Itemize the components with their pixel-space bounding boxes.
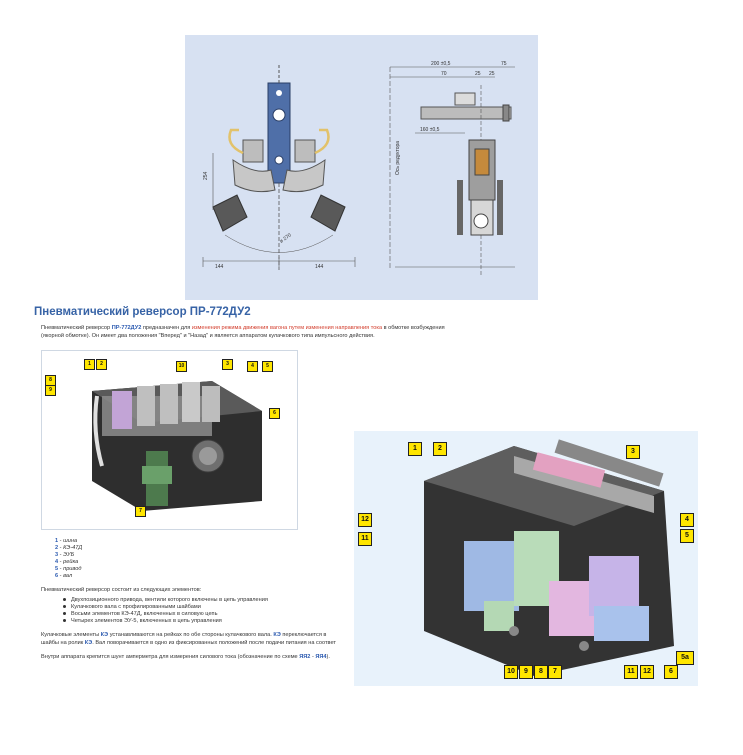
callout-left-1: 1 xyxy=(84,359,95,370)
legend-item: 3 - ЭУБ xyxy=(55,552,75,558)
cam-para-line-1: Кулачковые элементы КЭ устанавливаются н… xyxy=(41,632,327,638)
callout-left-5: 5 xyxy=(262,361,273,372)
callout-right-8: 8 xyxy=(534,665,548,679)
legend-item: 4 - рейка xyxy=(55,559,79,565)
ke-link[interactable]: КЭ xyxy=(100,632,109,638)
dim-25-b: 25 xyxy=(489,71,495,77)
callout-right-10: 10 xyxy=(504,665,518,679)
dim-70: 70 xyxy=(441,71,447,77)
callout-left-10: 10 xyxy=(176,361,187,372)
intro-line-2: (якорной обмотке). Он имеет два положени… xyxy=(41,333,375,339)
dim-144-left: 144 xyxy=(215,264,224,270)
dim-144-right: 144 xyxy=(315,264,324,270)
reverser-illustration-right xyxy=(424,439,674,676)
callout-right-3: 3 xyxy=(626,445,640,459)
list-item: Восьми элементов КЭ-47Д, включенных в си… xyxy=(63,611,268,618)
ya2-link[interactable]: ЯЯ2 xyxy=(299,654,311,660)
callout-right-12b: 12 xyxy=(640,665,654,679)
cam-para-line-2: шайбы на ролик КЭ. Вал поворачивается в … xyxy=(41,640,336,646)
callout-right-7: 7 xyxy=(548,665,562,679)
dim-75: 75 xyxy=(501,61,507,67)
composition-list: Двухпозиционного привода, вентили которо… xyxy=(63,597,268,625)
callout-left-9: 9 xyxy=(45,385,56,396)
intro-text-b: предназначен для xyxy=(141,325,192,331)
callout-right-12: 12 xyxy=(358,513,372,527)
reverser-illustration-left xyxy=(92,381,262,511)
callout-left-3: 3 xyxy=(222,359,233,370)
intro-text-a: Пневматический реверсор xyxy=(41,325,112,331)
intro-model-link[interactable]: ПР-772ДУ2 xyxy=(111,325,142,331)
callout-right-6: 6 xyxy=(664,665,678,679)
legend-item: 2 - КЭ-47Д xyxy=(55,545,83,551)
legend-item: 1 - шина xyxy=(55,538,78,544)
intro-purpose-highlight: изменения режима движения вагона путем и… xyxy=(191,325,383,331)
dim-200: 200 ±0,5 xyxy=(431,61,451,67)
list-item: Кулачкового вала с профилированными шайб… xyxy=(63,604,268,611)
callout-right-2: 2 xyxy=(433,442,447,456)
legend-list: 1 - шина 2 - КЭ-47Д 3 - ЭУБ 4 - рейка 5 … xyxy=(55,538,82,580)
callout-right-11: 11 xyxy=(358,532,372,546)
callout-left-2: 2 xyxy=(96,359,107,370)
callout-left-4: 4 xyxy=(247,361,258,372)
shunt-para: Внутри аппарата крепится шунт амперметра… xyxy=(41,654,330,660)
callout-right-9: 9 xyxy=(519,665,533,679)
dim-r270: ⌀ 270 xyxy=(279,232,293,244)
list-item: Двухпозиционного привода, вентили которо… xyxy=(63,597,268,604)
reverser-photo-left: 1 2 10 3 4 5 6 7 8 9 xyxy=(41,350,298,530)
reverser-drawing-svg: 144 144 254 ⌀ 270 200 ±0,5 75 70 25 25 1… xyxy=(202,61,515,275)
callout-right-5a: 5а xyxy=(676,651,694,665)
callout-right-5: 5 xyxy=(680,529,694,543)
callout-right-1: 1 xyxy=(408,442,422,456)
callout-left-7: 7 xyxy=(135,506,146,517)
ke-link[interactable]: КЭ xyxy=(84,640,93,646)
callout-left-6: 6 xyxy=(269,408,280,419)
intro-line-1: Пневматический реверсор ПР-772ДУ2 предна… xyxy=(41,324,445,332)
callout-right-11b: 11 xyxy=(624,665,638,679)
intro-text-c: в обмотке возбуждения xyxy=(382,325,445,331)
page-title: Пневматический реверсор ПР-772ДУ2 xyxy=(34,306,251,318)
ya4-link[interactable]: ЯЯ4 xyxy=(315,654,327,660)
list-item: Четырех элементов ЭУ-5, включенных в цеп… xyxy=(63,618,268,625)
reverser-photo-right: 1 2 3 12 11 4 5 10 9 8 7 11 12 5а 6 xyxy=(354,431,698,686)
technical-drawing: 144 144 254 ⌀ 270 200 ±0,5 75 70 25 25 1… xyxy=(185,35,538,300)
composition-title: Пневматический реверсор состоит из следу… xyxy=(41,587,202,593)
legend-item: 6 - вал xyxy=(55,573,73,579)
dim-254: 254 xyxy=(203,171,209,180)
legend-item: 5 - привод xyxy=(55,566,82,572)
ke-link[interactable]: КЭ xyxy=(273,632,281,638)
axis-label: Ось редуктора xyxy=(395,141,401,175)
dim-25-a: 25 xyxy=(475,71,481,77)
callout-right-4: 4 xyxy=(680,513,694,527)
dim-160: 160 ±0,5 xyxy=(420,127,440,133)
